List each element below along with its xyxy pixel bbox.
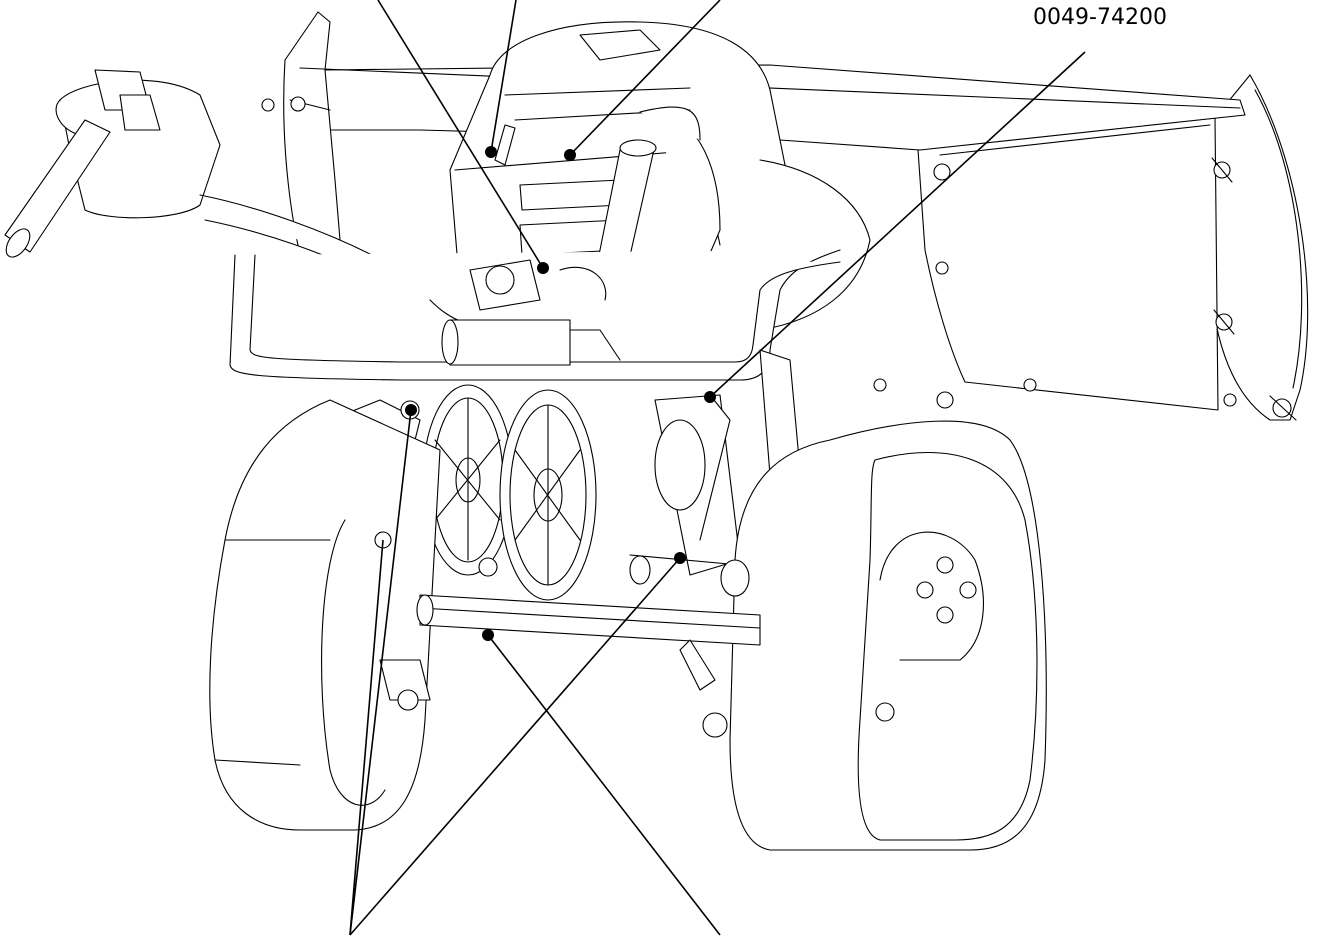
leader-to-center-bolt bbox=[349, 557, 681, 936]
leader-to-tensioner bbox=[709, 51, 1086, 398]
carburetor bbox=[441, 259, 607, 366]
lower-axle bbox=[379, 554, 761, 738]
track-left bbox=[209, 399, 441, 831]
dipstick bbox=[494, 124, 516, 166]
leader-to-lower-axle bbox=[487, 634, 721, 936]
leader-to-carburetor bbox=[377, 0, 544, 269]
leader-to-dipstick bbox=[490, 0, 517, 153]
pulley-right bbox=[499, 389, 597, 601]
right-wing-nuts bbox=[933, 157, 1297, 421]
leader-dots bbox=[405, 146, 716, 641]
bolts bbox=[374, 378, 1237, 722]
pulley-left bbox=[422, 384, 514, 576]
leader-lines bbox=[349, 0, 1086, 936]
right-side-plate bbox=[917, 74, 1309, 421]
leader-to-left-track-bolt bbox=[349, 539, 384, 936]
leader-to-cover bbox=[569, 0, 721, 156]
leader-to-left-lever bbox=[349, 409, 412, 936]
handle-loop bbox=[229, 249, 841, 381]
track-right bbox=[729, 420, 1047, 851]
part-number-label: 0049-74200 bbox=[1033, 5, 1167, 30]
tensioner-linkage bbox=[654, 349, 801, 576]
